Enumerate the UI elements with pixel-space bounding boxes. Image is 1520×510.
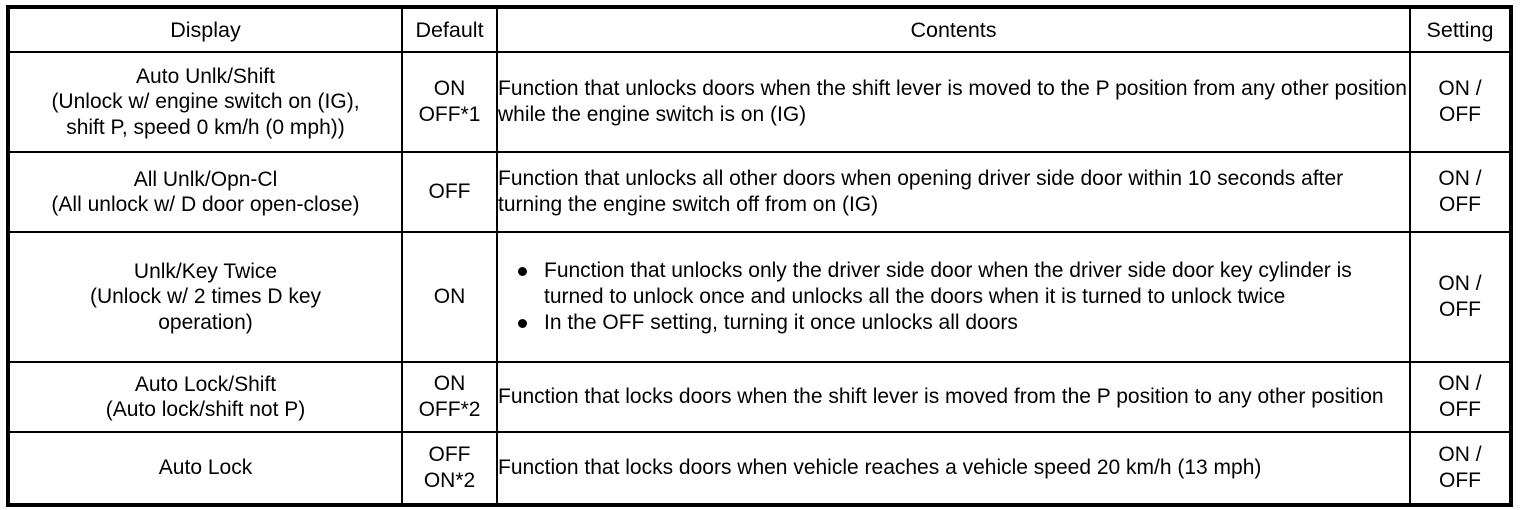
display-line: All Unlk/Opn-Cl bbox=[133, 167, 278, 191]
table-header: Display Default Contents Setting bbox=[7, 6, 1512, 53]
contents-bullet-list: Function that unlocks only the driver si… bbox=[498, 258, 1409, 336]
cell-contents: Function that unlocks doors when the shi… bbox=[496, 51, 1411, 153]
table-row: Auto Unlk/Shift (Unlock w/ engine switch… bbox=[7, 51, 1512, 153]
bullet-icon bbox=[518, 319, 527, 328]
table-row: All Unlk/Opn-Cl (All unlock w/ D door op… bbox=[7, 151, 1512, 233]
bullet-icon bbox=[518, 267, 527, 276]
cell-setting: ON / OFF bbox=[1409, 361, 1512, 433]
setting-line: ON / bbox=[1438, 443, 1482, 466]
bullet-text: In the OFF setting, turning it once unlo… bbox=[544, 311, 1018, 334]
display-line: (Auto lock/shift not P) bbox=[105, 398, 306, 421]
setting-line: ON / bbox=[1438, 272, 1482, 295]
cell-default: ON OFF*2 bbox=[401, 361, 498, 433]
door-lock-settings-table: Display Default Contents Setting Auto Un… bbox=[6, 5, 1513, 507]
default-line: OFF bbox=[428, 180, 471, 203]
display-line: (All unlock w/ D door open-close) bbox=[51, 193, 360, 216]
display-line: Unlk/Key Twice bbox=[133, 259, 278, 283]
cell-display: Auto Lock bbox=[7, 431, 403, 506]
setting-line: OFF bbox=[1439, 469, 1481, 492]
column-header-display: Display bbox=[7, 6, 403, 53]
cell-setting: ON / OFF bbox=[1409, 51, 1512, 153]
table-body: Auto Unlk/Shift (Unlock w/ engine switch… bbox=[7, 51, 1512, 506]
default-line: OFF*1 bbox=[418, 103, 481, 126]
setting-line: OFF bbox=[1439, 398, 1481, 421]
default-line: ON bbox=[433, 285, 466, 308]
table-row: Auto Lock OFF ON*2 Function that locks d… bbox=[7, 431, 1512, 506]
header-row: Display Default Contents Setting bbox=[7, 6, 1512, 53]
cell-display: All Unlk/Opn-Cl (All unlock w/ D door op… bbox=[7, 151, 403, 233]
display-line: (Unlock w/ 2 times D key bbox=[89, 285, 322, 309]
cell-display: Auto Unlk/Shift (Unlock w/ engine switch… bbox=[7, 51, 403, 153]
contents-text: Function that unlocks doors when the shi… bbox=[498, 77, 1407, 126]
display-line: shift P, speed 0 km/h (0 mph)) bbox=[66, 115, 345, 139]
contents-text: Function that locks doors when vehicle r… bbox=[498, 456, 1262, 479]
default-line: OFF bbox=[428, 443, 471, 466]
display-line: Auto Lock bbox=[158, 456, 253, 480]
cell-default: OFF bbox=[401, 151, 498, 233]
cell-contents: Function that locks doors when the shift… bbox=[496, 361, 1411, 433]
contents-text: Function that locks doors when the shift… bbox=[498, 385, 1384, 408]
setting-line: OFF bbox=[1439, 298, 1481, 321]
cell-default: ON bbox=[401, 231, 498, 363]
list-item: Function that unlocks only the driver si… bbox=[498, 258, 1409, 310]
default-line: OFF*2 bbox=[418, 398, 481, 421]
cell-display: Auto Lock/Shift (Auto lock/shift not P) bbox=[7, 361, 403, 433]
cell-contents: Function that unlocks only the driver si… bbox=[496, 231, 1411, 363]
cell-default: ON OFF*1 bbox=[401, 51, 498, 153]
list-item: In the OFF setting, turning it once unlo… bbox=[498, 310, 1409, 336]
setting-line: OFF bbox=[1439, 193, 1481, 216]
default-line: ON bbox=[433, 372, 466, 395]
display-line: Auto Lock/Shift bbox=[134, 372, 277, 396]
column-header-contents: Contents bbox=[496, 6, 1411, 53]
cell-contents: Function that locks doors when vehicle r… bbox=[496, 431, 1411, 506]
display-line: Auto Unlk/Shift bbox=[136, 64, 275, 88]
contents-text: Function that unlocks all other doors wh… bbox=[498, 167, 1344, 216]
cell-display: Unlk/Key Twice (Unlock w/ 2 times D key … bbox=[7, 231, 403, 363]
cell-setting: ON / OFF bbox=[1409, 231, 1512, 363]
table-row: Unlk/Key Twice (Unlock w/ 2 times D key … bbox=[7, 231, 1512, 363]
display-line: operation) bbox=[158, 310, 253, 334]
display-line: (Unlock w/ engine switch on (IG), bbox=[51, 90, 360, 114]
bullet-text: Function that unlocks only the driver si… bbox=[544, 259, 1352, 308]
cell-contents: Function that unlocks all other doors wh… bbox=[496, 151, 1411, 233]
default-line: ON*2 bbox=[423, 469, 476, 492]
default-line: ON bbox=[433, 77, 466, 100]
cell-default: OFF ON*2 bbox=[401, 431, 498, 506]
setting-line: OFF bbox=[1439, 103, 1481, 126]
column-header-default: Default bbox=[401, 6, 498, 53]
column-header-setting: Setting bbox=[1409, 6, 1512, 53]
setting-line: ON / bbox=[1438, 372, 1482, 395]
setting-line: ON / bbox=[1438, 167, 1482, 190]
cell-setting: ON / OFF bbox=[1409, 151, 1512, 233]
cell-setting: ON / OFF bbox=[1409, 431, 1512, 506]
setting-line: ON / bbox=[1438, 77, 1482, 100]
table-row: Auto Lock/Shift (Auto lock/shift not P) … bbox=[7, 361, 1512, 433]
